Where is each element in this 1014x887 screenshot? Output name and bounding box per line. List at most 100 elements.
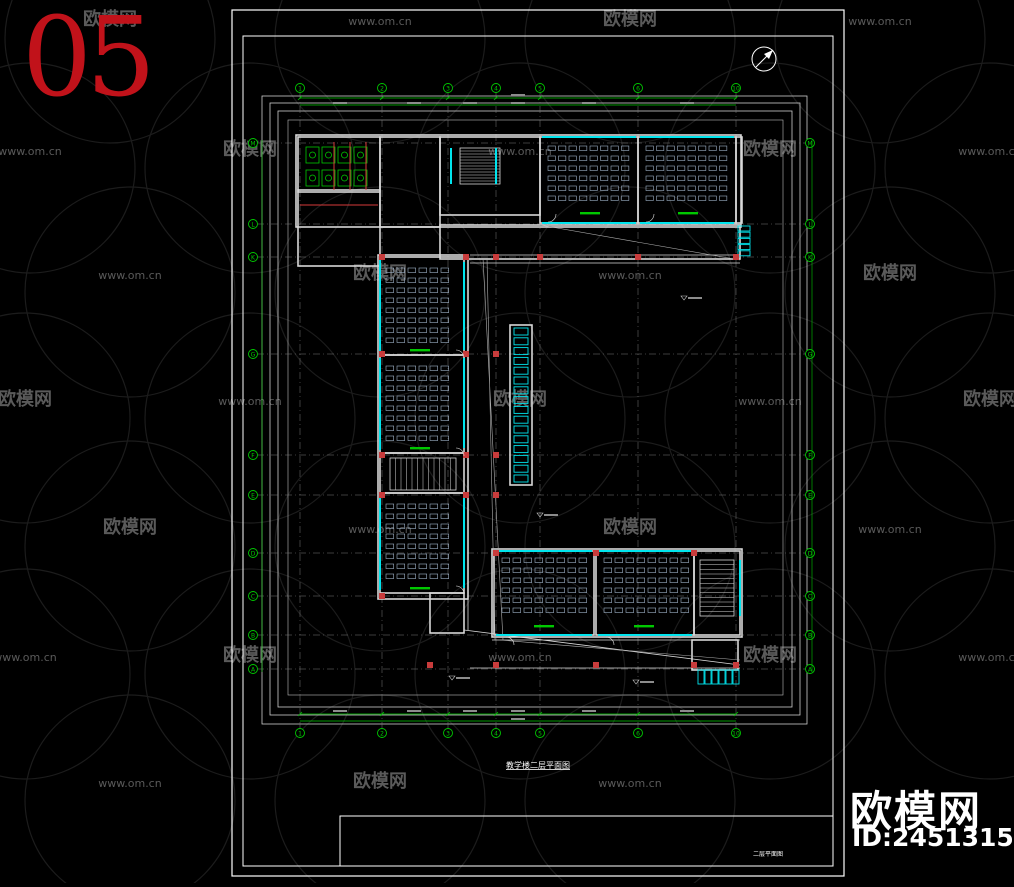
classroom-desk: [669, 567, 678, 573]
axis-left-bubble: [248, 450, 258, 460]
classroom-desk: [579, 175, 588, 181]
structural-column: [379, 351, 385, 357]
watermark-ring: [774, 0, 986, 144]
locker-cell: [737, 225, 751, 232]
classroom-desk: [440, 287, 449, 293]
toilet-fixture-icon: [309, 174, 316, 182]
classroom-desk: [429, 327, 438, 333]
classroom-desk: [567, 567, 576, 573]
classroom-desk: [418, 435, 427, 441]
classroom-desk: [669, 577, 678, 583]
axis-left-label: D: [251, 550, 256, 557]
classroom-desk: [407, 327, 416, 333]
classroom-desk: [385, 415, 394, 421]
classroom-desk: [669, 587, 678, 593]
classroom-desk: [600, 145, 609, 151]
axis-top-bubble: [535, 83, 545, 93]
classroom-desk: [440, 267, 449, 273]
classroom-desk: [385, 435, 394, 441]
classroom-desk: [547, 185, 556, 191]
classroom-desk: [578, 607, 587, 613]
room-name-tag: [534, 625, 554, 628]
classroom-desk: [429, 385, 438, 391]
classroom-desk: [385, 513, 394, 519]
classroom-desk: [603, 607, 612, 613]
locker-cell: [711, 669, 719, 685]
toilet-fixture-icon: [341, 151, 348, 159]
sheet-outer-frame: [231, 9, 845, 877]
dimension-tick: [537, 95, 543, 101]
classroom-desk: [418, 563, 427, 569]
locker-cell: [513, 445, 529, 454]
classroom-desk: [558, 175, 567, 181]
axis-top-label: 1: [298, 85, 302, 92]
classroom-desk: [589, 185, 598, 191]
axis-right-label: A: [808, 666, 813, 673]
classroom-desk: [545, 587, 554, 593]
dimension-tick: [537, 711, 543, 717]
classroom-desk: [407, 503, 416, 509]
locker-cell: [513, 366, 529, 375]
classroom-desk: [680, 587, 689, 593]
classroom-desk: [440, 337, 449, 343]
classroom-desk: [396, 425, 405, 431]
classroom-desk: [636, 567, 645, 573]
classroom-desk: [625, 567, 634, 573]
classroom-desk: [385, 307, 394, 313]
classroom-desk: [429, 513, 438, 519]
classroom-desk: [625, 587, 634, 593]
dimension-text: [511, 94, 525, 96]
structural-column: [493, 550, 499, 556]
classroom-desk: [385, 523, 394, 529]
classroom-desk: [429, 297, 438, 303]
structural-column: [691, 662, 697, 668]
classroom-desk: [385, 267, 394, 273]
classroom-desk: [698, 165, 707, 171]
axis-right-label: E: [808, 492, 812, 499]
axis-top-bubble: [295, 83, 305, 93]
classroom-desk: [396, 267, 405, 273]
classroom-desk: [677, 155, 686, 161]
classroom-desk: [558, 185, 567, 191]
classroom-desk: [523, 577, 532, 583]
classroom-desk: [418, 523, 427, 529]
classroom-desk: [534, 577, 543, 583]
classroom-desk: [636, 607, 645, 613]
classroom-desk: [407, 297, 416, 303]
structural-column: [379, 452, 385, 458]
classroom-desk: [558, 145, 567, 151]
level-mark-icon: [536, 512, 544, 518]
axis-left-label: A: [251, 666, 256, 673]
classroom-desk: [429, 317, 438, 323]
classroom-desk: [603, 557, 612, 563]
room-name-tag: [410, 349, 430, 352]
classroom-desk: [440, 523, 449, 529]
classroom-desk: [407, 563, 416, 569]
classroom-desk: [418, 297, 427, 303]
classroom-desk: [645, 175, 654, 181]
classroom-desk: [440, 553, 449, 559]
classroom-desk: [719, 195, 728, 201]
room-name-tag: [410, 447, 430, 450]
classroom-desk: [407, 385, 416, 391]
classroom-desk: [647, 607, 656, 613]
classroom-desk: [385, 543, 394, 549]
classroom-s2-wall: [595, 550, 695, 636]
classroom-desk: [677, 165, 686, 171]
classroom-desk: [418, 533, 427, 539]
watermark-ring: [414, 62, 626, 274]
classroom-desk: [440, 385, 449, 391]
watermark-brand: 欧模网: [223, 644, 277, 666]
classroom-desk: [658, 587, 667, 593]
dimension-tick: [493, 95, 499, 101]
classroom-desk: [614, 577, 623, 583]
classroom-desk: [396, 307, 405, 313]
classroom-desk: [385, 553, 394, 559]
level-text: [456, 677, 470, 679]
classroom-desk: [396, 327, 405, 333]
classroom-desk: [568, 175, 577, 181]
classroom-desk: [407, 435, 416, 441]
locker-cell: [513, 474, 529, 483]
